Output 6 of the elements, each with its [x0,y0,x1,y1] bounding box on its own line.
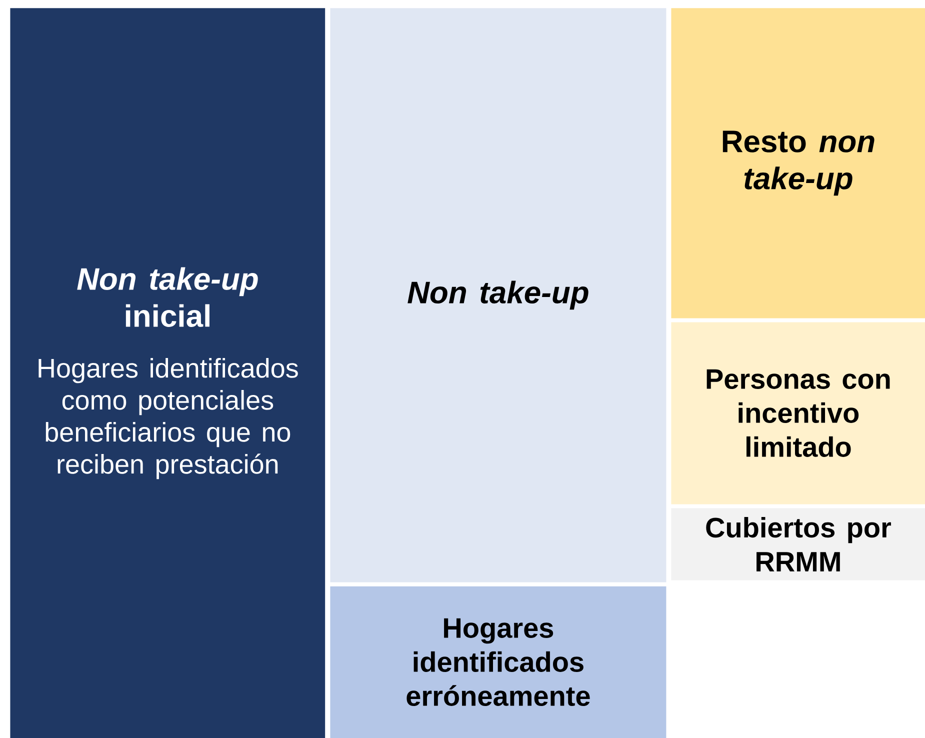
treemap-tile: Resto non take-up [671,8,925,318]
treemap-tile: Non take-up [330,8,666,582]
treemap-tile: Personas con incentivo limitado [671,322,925,504]
treemap-tile: Cubiertos por RRMM [671,508,925,580]
treemap-tile: Hogares identificados erróneamente [330,586,666,738]
treemap-tile: Non take-up inicial Hogares identificados como potenciales beneficiarios que no reciben prestación [10,8,326,738]
